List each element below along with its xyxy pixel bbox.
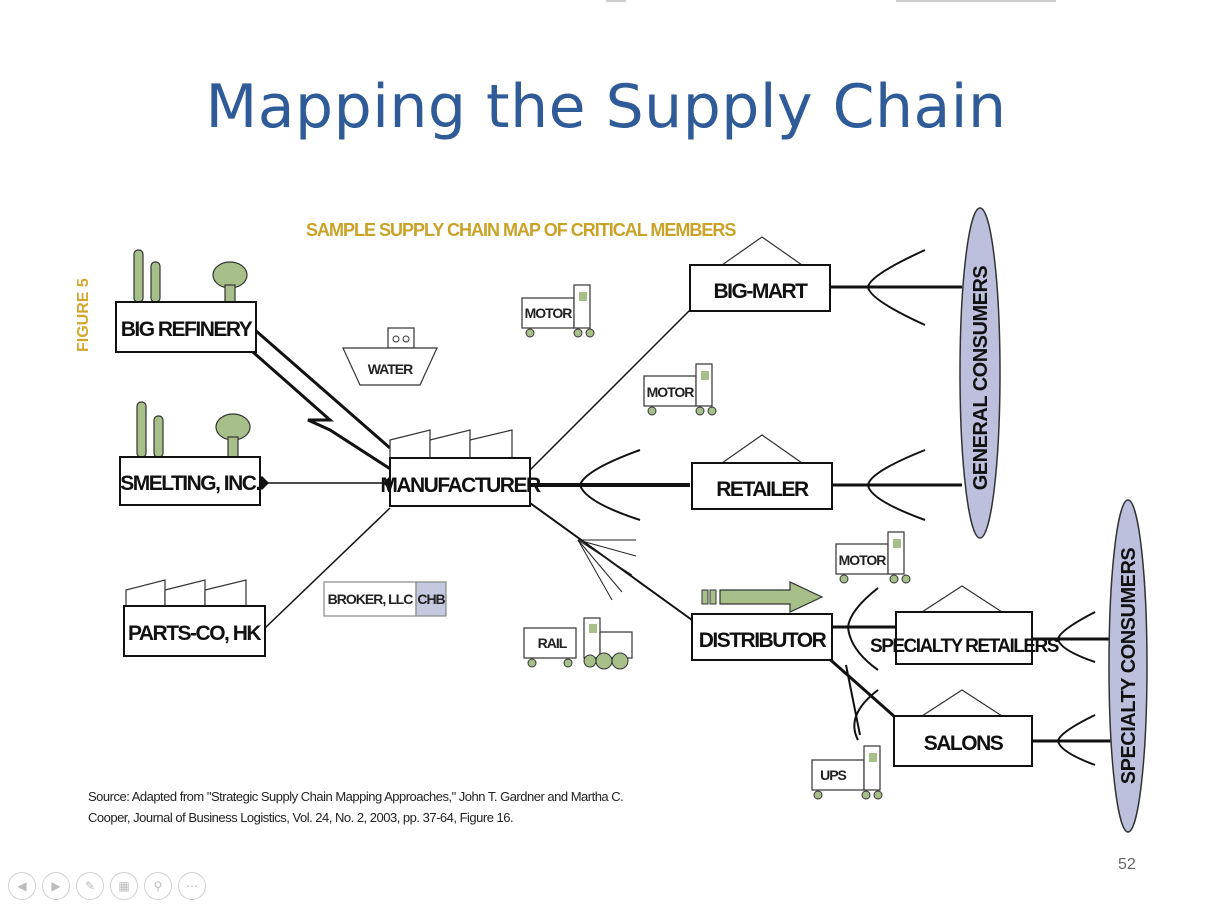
node-label: DISTRIBUTOR	[699, 629, 827, 652]
node-label: RETAILER	[716, 478, 809, 501]
pen-icon[interactable]: ✎	[76, 872, 104, 900]
factory-roof-icon	[125, 429, 513, 606]
source-citation: Source: Adapted from "Strategic Supply C…	[88, 786, 624, 828]
consumer-label: SPECIALTY CONSUMERS	[1118, 548, 1140, 785]
refinery-icon	[133, 249, 248, 303]
node-label: SMELTING, INC.	[120, 472, 260, 495]
node-label: PARTS-CO, HK	[128, 622, 261, 645]
source-line: Source: Adapted from "Strategic Supply C…	[88, 789, 624, 804]
slideshow-nav: ◀ ▶ ✎ ▦ ⚲ ⋯	[8, 872, 206, 900]
flow-arrow-icon	[701, 581, 824, 613]
page-number: 52	[1118, 856, 1136, 873]
slide-title: Mapping the Supply Chain	[205, 72, 1007, 142]
source-line: Cooper, Journal of Business Logistics, V…	[88, 810, 514, 825]
node-label: BIG-MART	[714, 280, 809, 303]
node-distributor: DISTRIBUTOR	[691, 613, 833, 661]
node-salons: SALONS	[893, 715, 1033, 767]
node-manufacturer: MANUFACTURER	[380, 457, 542, 507]
next-icon[interactable]: ▶	[42, 872, 70, 900]
prev-icon[interactable]: ◀	[8, 872, 36, 900]
store-roof-icon	[721, 236, 1003, 717]
top-edge-mark	[606, 0, 626, 2]
top-edge-mark	[896, 0, 1056, 2]
node-label: BIG REFINERY	[121, 318, 253, 341]
broker-label: BROKER, LLC	[328, 591, 414, 607]
transport-label: WATER	[368, 361, 413, 377]
broker-tag: CHB	[417, 591, 445, 607]
motor-truck-icon: MOTOR	[521, 284, 595, 338]
transport-label: RAIL	[538, 635, 568, 651]
transport-label: MOTOR	[839, 552, 887, 568]
node-label: SPECIALTY RETAILERS	[870, 636, 1059, 657]
motor-truck-icon: MOTOR	[835, 531, 911, 584]
transport-label: UPS	[820, 767, 846, 783]
node-parts-co: PARTS-CO, HK	[123, 605, 266, 657]
slides-icon[interactable]: ▦	[110, 872, 138, 900]
ups-truck-icon: UPS	[811, 745, 883, 800]
fan-marks	[578, 249, 1096, 766]
water-ship-icon: WATER	[342, 327, 438, 386]
node-retailer: RETAILER	[691, 462, 833, 510]
zoom-icon[interactable]: ⚲	[144, 872, 172, 900]
broker-box: BROKER, LLC CHB	[323, 581, 447, 617]
specialty-consumers-ellipse: SPECIALTY CONSUMERS	[1108, 499, 1148, 833]
node-label: MANUFACTURER	[380, 474, 541, 497]
consumer-label: GENERAL CONSUMERS	[970, 266, 992, 491]
node-big-refinery: BIG REFINERY	[115, 301, 257, 353]
motor-truck-icon: MOTOR	[643, 363, 717, 416]
general-consumers-ellipse: GENERAL CONSUMERS	[959, 207, 1001, 539]
figure-label: FIGURE 5	[75, 278, 92, 352]
node-specialty-retailers: SPECIALTY RETAILERS	[870, 611, 1060, 665]
smelter-icon	[136, 401, 251, 458]
spray-lines	[577, 539, 637, 601]
transport-label: MOTOR	[525, 305, 573, 321]
more-icon[interactable]: ⋯	[178, 872, 206, 900]
rail-train-icon: RAIL	[523, 617, 633, 670]
node-label: SALONS	[924, 732, 1004, 755]
map-title: SAMPLE SUPPLY CHAIN MAP OF CRITICAL MEMB…	[306, 220, 736, 240]
transport-label: MOTOR	[647, 384, 695, 400]
node-big-mart: BIG-MART	[689, 264, 831, 312]
node-smelting: SMELTING, INC.	[119, 456, 262, 506]
